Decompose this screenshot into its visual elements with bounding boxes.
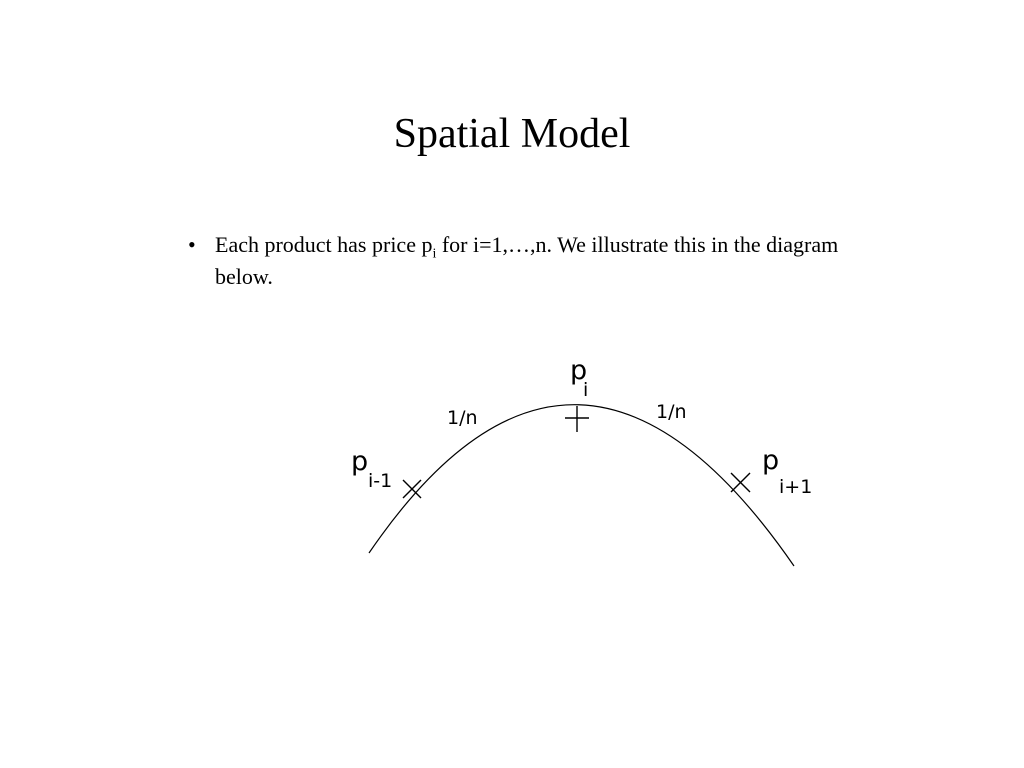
slide-title: Spatial Model (393, 111, 631, 157)
label-distance-left: 1/n (447, 407, 478, 429)
bullet-text-start: Each product has price p (215, 232, 433, 257)
bullet-subscript: i (432, 246, 437, 262)
label-p-mid: p (570, 355, 587, 386)
label-p-prev-sub: i-1 (368, 470, 392, 492)
tick-p-next (730, 472, 751, 493)
bullet-marker: • (188, 232, 196, 257)
label-p-mid-sub: i (583, 379, 588, 401)
tick-p-mid (565, 406, 589, 432)
market-circle-arc (368, 404, 795, 567)
label-p-next: p (762, 445, 779, 476)
bullet-text: Each product has price pi for i=1,…,n. W… (215, 229, 878, 293)
bullet-item: • Each product has price pi for i=1,…,n.… (188, 229, 878, 293)
tick-p-prev (402, 479, 422, 499)
bullet-text-end: for i=1,…,n. We illustrate this in the d… (215, 232, 839, 289)
label-p-prev: p (351, 446, 368, 477)
label-distance-right: 1/n (656, 401, 687, 423)
label-p-next-sub: i+1 (779, 476, 812, 498)
